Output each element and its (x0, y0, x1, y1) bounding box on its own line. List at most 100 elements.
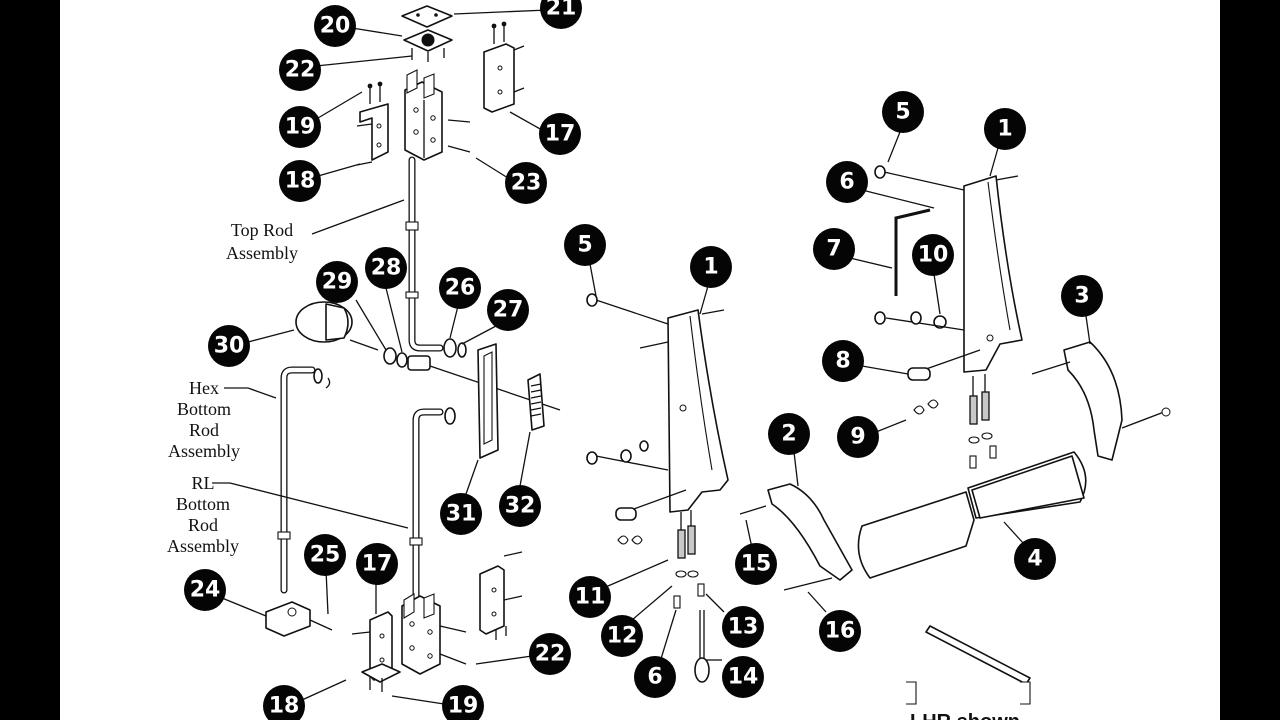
label-line: Hex (189, 378, 219, 398)
svg-text:29: 29 (322, 270, 353, 295)
svg-text:7: 7 (826, 237, 841, 262)
svg-text:4: 4 (1027, 547, 1042, 572)
callout-2: 2 (768, 413, 810, 455)
svg-text:31: 31 (446, 502, 477, 527)
lhr-shown-note: LHR shown (910, 711, 1020, 720)
rl-bottom-rod (325, 377, 456, 604)
center-mechanism (295, 301, 561, 459)
svg-text:16: 16 (825, 619, 856, 644)
label-line: Assembly (226, 243, 298, 263)
svg-text:30: 30 (214, 334, 245, 359)
callout-5-middle: 5 (564, 224, 606, 266)
label-line: Assembly (168, 441, 240, 461)
callout-7: 7 (813, 228, 855, 270)
label-top-rod-assembly: Top Rod Assembly (226, 220, 298, 263)
callout-16: 16 (819, 610, 861, 652)
svg-text:28: 28 (371, 256, 402, 281)
callout-6-right: 6 (826, 161, 868, 203)
callout-18-bottom: 18 (263, 685, 305, 720)
top-rod (405, 156, 444, 352)
svg-text:8: 8 (835, 349, 850, 374)
callout-22-bottom: 22 (529, 633, 571, 675)
svg-text:32: 32 (505, 494, 536, 519)
svg-text:17: 17 (545, 122, 576, 147)
callout-3: 3 (1061, 275, 1103, 317)
svg-text:25: 25 (310, 543, 341, 568)
label-line: Bottom (177, 399, 231, 419)
label-hex-bottom-rod-assembly: Hex Bottom Rod Assembly (168, 378, 240, 461)
bottom-latch-parts (265, 551, 523, 692)
callout-30: 30 (208, 325, 250, 367)
callout-10: 10 (912, 234, 954, 276)
callout-23: 23 (505, 162, 547, 204)
svg-text:11: 11 (575, 585, 606, 610)
callout-27: 27 (487, 289, 529, 331)
svg-text:5: 5 (577, 233, 592, 258)
svg-text:26: 26 (445, 276, 476, 301)
svg-text:17: 17 (362, 552, 393, 577)
callout-25: 25 (304, 534, 346, 576)
pivot-lever (767, 483, 853, 591)
svg-text:13: 13 (728, 615, 759, 640)
label-line: Bottom (176, 494, 230, 514)
svg-text:6: 6 (647, 665, 662, 690)
svg-text:24: 24 (190, 578, 221, 603)
svg-text:1: 1 (997, 117, 1012, 142)
callout-5-right: 5 (882, 91, 924, 133)
callout-26: 26 (439, 267, 481, 309)
end-bracket (1031, 341, 1171, 461)
callout-11: 11 (569, 576, 611, 618)
svg-text:14: 14 (728, 665, 759, 690)
callout-4: 4 (1014, 538, 1056, 580)
callout-24: 24 (184, 569, 226, 611)
callout-17-top: 17 (539, 113, 581, 155)
rail-bar (906, 625, 1031, 705)
svg-text:22: 22 (285, 58, 316, 83)
callout-1-middle: 1 (690, 246, 732, 288)
right-lever-arm (874, 165, 1023, 469)
svg-text:19: 19 (285, 115, 316, 140)
callout-15: 15 (735, 543, 777, 585)
label-line: RL (191, 473, 214, 493)
svg-text:6: 6 (839, 170, 854, 195)
svg-text:27: 27 (493, 298, 524, 323)
label-line: Rod (189, 420, 219, 440)
callout-28: 28 (365, 247, 407, 289)
callout-8: 8 (822, 340, 864, 382)
svg-text:3: 3 (1074, 284, 1089, 309)
callout-17-bottom: 17 (356, 543, 398, 585)
callout-22-top: 22 (279, 49, 321, 91)
svg-text:22: 22 (535, 642, 566, 667)
middle-lever-arm (586, 293, 767, 683)
svg-text:10: 10 (918, 243, 949, 268)
callout-32: 32 (499, 485, 541, 527)
label-line: Assembly (167, 536, 239, 556)
callout-9: 9 (837, 416, 879, 458)
svg-text:20: 20 (320, 14, 351, 39)
svg-text:1: 1 (703, 255, 718, 280)
callout-12: 12 (601, 615, 643, 657)
svg-text:19: 19 (448, 694, 479, 719)
svg-text:2: 2 (781, 422, 796, 447)
svg-text:18: 18 (269, 694, 300, 719)
svg-text:12: 12 (607, 624, 638, 649)
callout-31: 31 (440, 493, 482, 535)
callout-leaders (212, 9, 1091, 705)
label-rl-bottom-rod-assembly: RL Bottom Rod Assembly (167, 473, 239, 556)
svg-text:5: 5 (895, 100, 910, 125)
label-line: Top Rod (231, 220, 293, 240)
hex-bottom-rod (277, 366, 323, 594)
callout-19-top: 19 (279, 106, 321, 148)
callout-20: 20 (314, 5, 356, 47)
callout-18-top: 18 (279, 160, 321, 202)
svg-text:21: 21 (546, 0, 577, 21)
drawing-sheet (60, 0, 1220, 720)
svg-text:15: 15 (741, 552, 772, 577)
callout-19-bottom: 19 (442, 685, 484, 720)
svg-text:9: 9 (850, 425, 865, 450)
svg-text:23: 23 (511, 171, 542, 196)
callout-6-middle: 6 (634, 656, 676, 698)
top-strike-plate-parts (356, 5, 525, 166)
callout-21: 21 (540, 0, 582, 29)
